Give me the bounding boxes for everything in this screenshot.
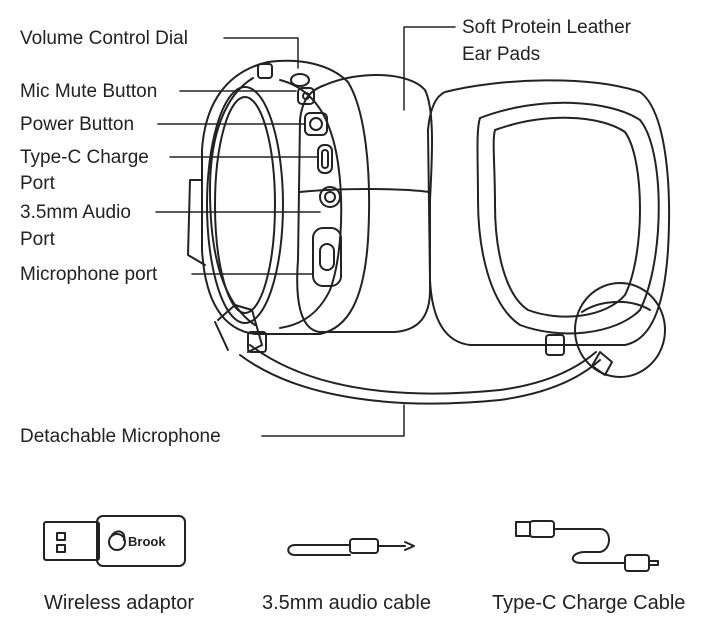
wireless-adaptor-illustration: [43, 515, 186, 567]
label-volume-dial: Volume Control Dial: [20, 28, 188, 49]
caption-audio-cable: 3.5mm audio cable: [262, 592, 431, 614]
volume-dial: [290, 73, 310, 87]
audio-cable-illustration: [287, 538, 415, 556]
leader-lines: [155, 26, 456, 437]
label-ear-pads-line1: Soft Protein Leather: [462, 17, 631, 38]
caption-wireless-adaptor: Wireless adaptor: [44, 592, 195, 614]
adaptor-logo: Brook: [128, 534, 166, 549]
label-detachable-mic: Detachable Microphone: [20, 426, 221, 447]
label-audio-port-line1: 3.5mm Audio: [20, 202, 131, 223]
label-mic-port: Microphone port: [20, 264, 158, 285]
label-power: Power Button: [20, 114, 135, 135]
right-ear-cup: [427, 79, 671, 356]
caption-charge-cable: Type-C Charge Cable: [492, 592, 686, 614]
mic-mute-button: [297, 87, 315, 105]
label-typec-port-line1: Type-C Charge: [20, 147, 149, 168]
microphone-boom: [214, 282, 666, 405]
audio-port: [319, 186, 341, 208]
microphone-port: [312, 227, 342, 287]
label-ear-pads-line2: Ear Pads: [462, 44, 541, 65]
label-mic-mute: Mic Mute Button: [20, 81, 158, 102]
left-ear-cup: [187, 59, 371, 353]
label-audio-port-line2: Port: [20, 229, 55, 250]
typec-cable-illustration: [515, 520, 659, 572]
label-typec-port-line2: Port: [20, 173, 55, 194]
typec-port: [317, 144, 333, 174]
